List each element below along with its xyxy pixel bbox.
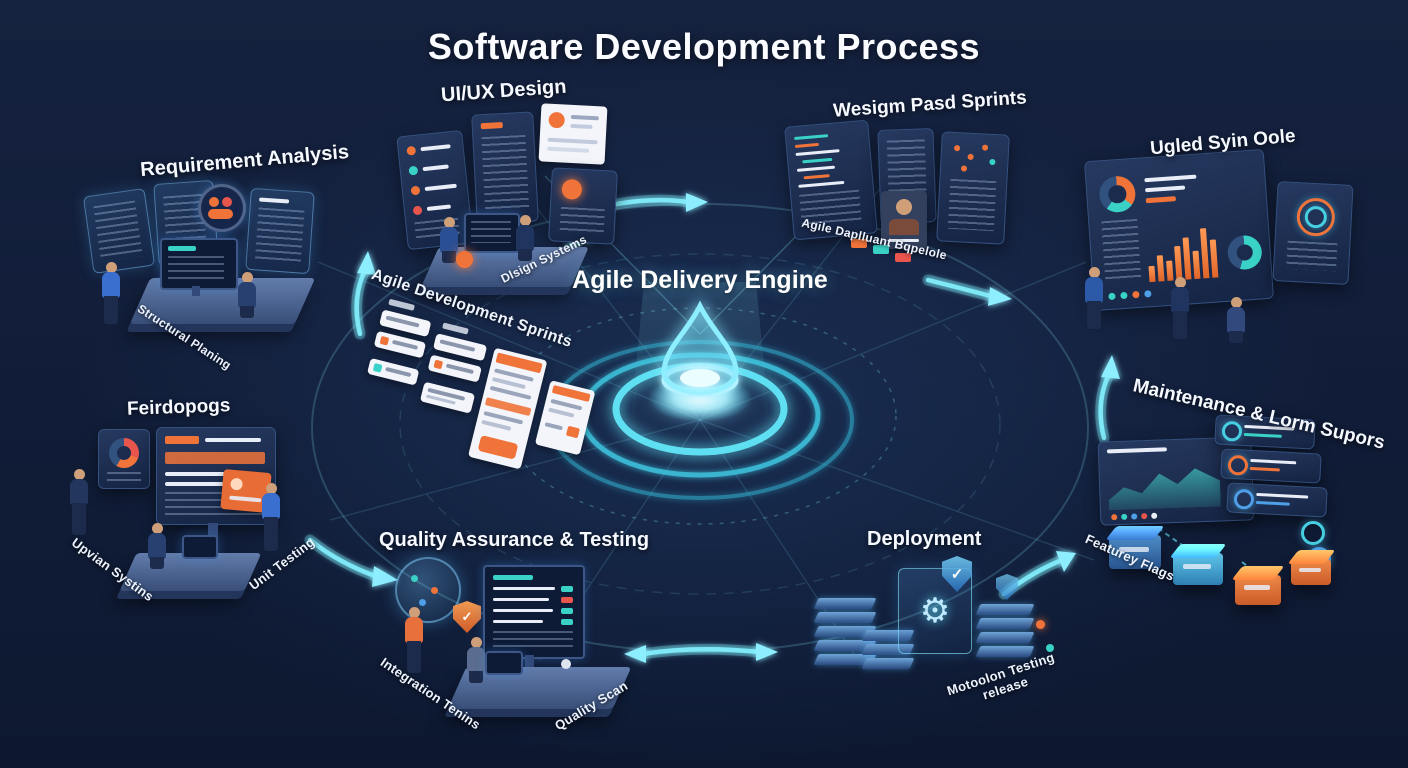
donut-gauge-icon — [1098, 175, 1137, 214]
speed-gauge-icon — [1226, 234, 1263, 271]
uiux-design-cluster — [396, 103, 633, 300]
computer-screen — [464, 213, 520, 253]
pie-monitor — [98, 429, 150, 489]
person-sitting — [440, 217, 458, 263]
profile-card — [538, 103, 608, 165]
shield-icon — [996, 574, 1018, 600]
system-code-cluster — [1083, 145, 1370, 355]
chip — [851, 239, 867, 248]
chip — [895, 253, 911, 262]
computer-screen — [160, 238, 238, 290]
stage-label-feedback: Feirdopogs — [126, 395, 231, 420]
feedback-cluster — [70, 425, 325, 625]
person-standing — [405, 607, 423, 677]
feature-cube — [1109, 535, 1161, 569]
person-standing — [70, 469, 88, 539]
area-chart-icon — [1107, 456, 1221, 510]
chip — [873, 245, 889, 254]
person-sitting — [148, 523, 166, 569]
holo-list-card — [245, 187, 315, 275]
person-sitting — [238, 272, 256, 318]
coffee-cup — [561, 659, 571, 669]
arrow-upper-right — [925, 277, 997, 300]
arrow-to-qa — [307, 537, 381, 580]
feature-cube — [1235, 575, 1281, 605]
holo-sphere-icon — [395, 557, 461, 623]
gear-icon: ⚙ — [919, 592, 951, 630]
feature-cube — [1173, 553, 1223, 585]
person-standing — [1171, 277, 1189, 343]
deployment-cluster: ⚙ ✓ — [800, 556, 1065, 725]
person-pointing — [262, 483, 280, 555]
person-sitting — [467, 637, 485, 683]
design-panel — [471, 111, 539, 225]
status-card — [1226, 482, 1328, 518]
maintenance-cluster — [1095, 414, 1345, 615]
feature-cube — [1291, 559, 1331, 585]
stage-label-qa-testing: Quality Assurance & Testing — [379, 529, 650, 551]
person-sitting — [1227, 297, 1245, 343]
arrow-bottom — [639, 646, 763, 657]
ok-dot — [1046, 644, 1054, 652]
center-engine-label: Agile Delivery Engine — [572, 266, 828, 294]
ai-chip-panel — [1272, 181, 1354, 285]
shield-check-icon: ✓ — [453, 601, 481, 633]
status-card — [1220, 448, 1322, 484]
person-standing — [1085, 267, 1103, 333]
laptop — [182, 535, 218, 559]
test-results-screen — [483, 565, 585, 659]
page-title: Software Development Process — [427, 26, 981, 67]
design-sprints-cluster — [784, 115, 1010, 280]
pie-chart-icon — [109, 438, 139, 468]
design-panel — [396, 129, 474, 251]
droplet-icon — [661, 300, 739, 395]
requirement-analysis-cluster — [60, 180, 360, 380]
orange-ball — [456, 251, 473, 268]
agile-engine-graphic — [546, 282, 854, 500]
person-sitting — [516, 215, 534, 261]
qa-testing-cluster: ✓ — [365, 555, 655, 735]
team-badge-icon — [198, 184, 246, 232]
stage-label-deployment: Deployment — [867, 528, 982, 550]
laptop — [485, 651, 523, 675]
chart-code-panel — [936, 131, 1010, 245]
status-ring-icon — [1301, 521, 1325, 545]
bar-chart-icon — [1146, 225, 1223, 283]
avatar-photo-card — [881, 191, 927, 249]
person-standing — [102, 262, 120, 328]
alert-dot — [1036, 620, 1045, 629]
